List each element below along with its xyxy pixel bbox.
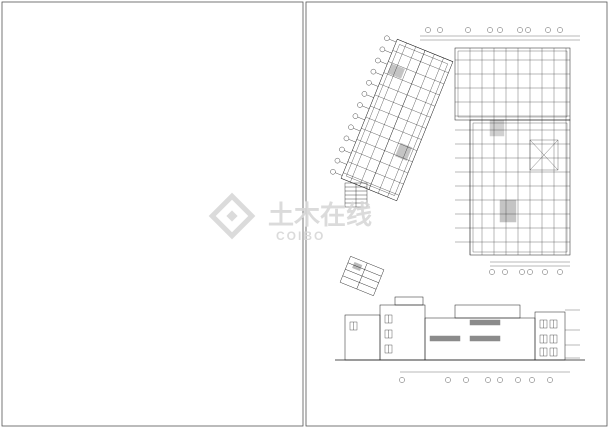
axis-bubble bbox=[425, 27, 431, 33]
axis-bubble bbox=[542, 269, 548, 275]
angled-wing-floor-plan bbox=[330, 35, 454, 202]
axis-bubble bbox=[525, 27, 531, 33]
watermark: 土木在线 COIBO bbox=[208, 192, 372, 243]
axis-bubble bbox=[348, 124, 354, 130]
axis-bubble bbox=[557, 27, 563, 33]
axis-bubble bbox=[485, 377, 491, 383]
stair-detail-plan-lower bbox=[339, 256, 385, 296]
axis-bubble bbox=[545, 27, 551, 33]
main-building-floor-plan bbox=[420, 27, 580, 275]
wing-grid-line bbox=[378, 54, 435, 194]
right-sheet-border bbox=[305, 1, 608, 427]
axis-bubble bbox=[487, 27, 493, 33]
axis-bubble bbox=[399, 377, 405, 383]
axis-bubble bbox=[497, 27, 503, 33]
axis-bubble bbox=[489, 269, 495, 275]
axis-bubble bbox=[529, 377, 535, 383]
axis-bubble bbox=[437, 27, 443, 33]
axis-bubble bbox=[557, 269, 563, 275]
axis-bubble bbox=[519, 269, 525, 275]
axis-bubble bbox=[357, 102, 363, 108]
diamond-logo-icon bbox=[208, 192, 256, 240]
watermark-brand-cn: 土木在线 bbox=[268, 200, 372, 230]
axis-leader bbox=[357, 116, 365, 121]
axis-bubble bbox=[379, 46, 386, 53]
axis-bubble bbox=[343, 135, 350, 142]
wing-grid-line bbox=[350, 42, 407, 183]
axis-leader bbox=[362, 105, 370, 109]
axis-bubble bbox=[352, 113, 359, 119]
axis-bubble bbox=[497, 377, 503, 383]
stair-detail-plan-upper bbox=[344, 182, 368, 208]
axis-bubble bbox=[515, 377, 521, 383]
axis-leader bbox=[335, 172, 343, 176]
wing-grid-line bbox=[368, 50, 426, 190]
axis-leader bbox=[389, 39, 397, 43]
wing-grid-line bbox=[387, 57, 444, 198]
axis-bubble bbox=[339, 146, 345, 153]
axis-bubble bbox=[361, 91, 368, 97]
axis-bubble bbox=[370, 68, 377, 75]
axis-bubble bbox=[375, 57, 381, 64]
front-elevation bbox=[335, 296, 585, 383]
axis-leader bbox=[339, 161, 347, 165]
axis-bubble bbox=[384, 35, 390, 41]
axis-bubble bbox=[463, 377, 469, 383]
axis-leader bbox=[371, 83, 379, 87]
axis-bubble bbox=[465, 27, 471, 33]
axis-leader bbox=[375, 72, 383, 76]
axis-bubble bbox=[366, 80, 372, 86]
axis-bubble bbox=[502, 269, 508, 275]
axis-leader bbox=[353, 128, 361, 132]
watermark-brand-en: COIBO bbox=[276, 229, 325, 243]
axis-leader bbox=[348, 139, 356, 143]
axis-leader bbox=[384, 50, 392, 54]
axis-bubble bbox=[547, 377, 553, 383]
axis-bubble bbox=[330, 169, 336, 175]
left-sheet-border bbox=[1, 1, 304, 427]
axis-leader bbox=[344, 150, 352, 154]
axis-leader bbox=[380, 61, 388, 65]
axis-bubble bbox=[445, 377, 451, 383]
axis-bubble bbox=[517, 27, 523, 33]
axis-leader bbox=[366, 94, 374, 98]
axis-bubble bbox=[527, 269, 533, 275]
axis-bubble bbox=[334, 157, 341, 164]
wing-grid-line bbox=[359, 46, 416, 186]
